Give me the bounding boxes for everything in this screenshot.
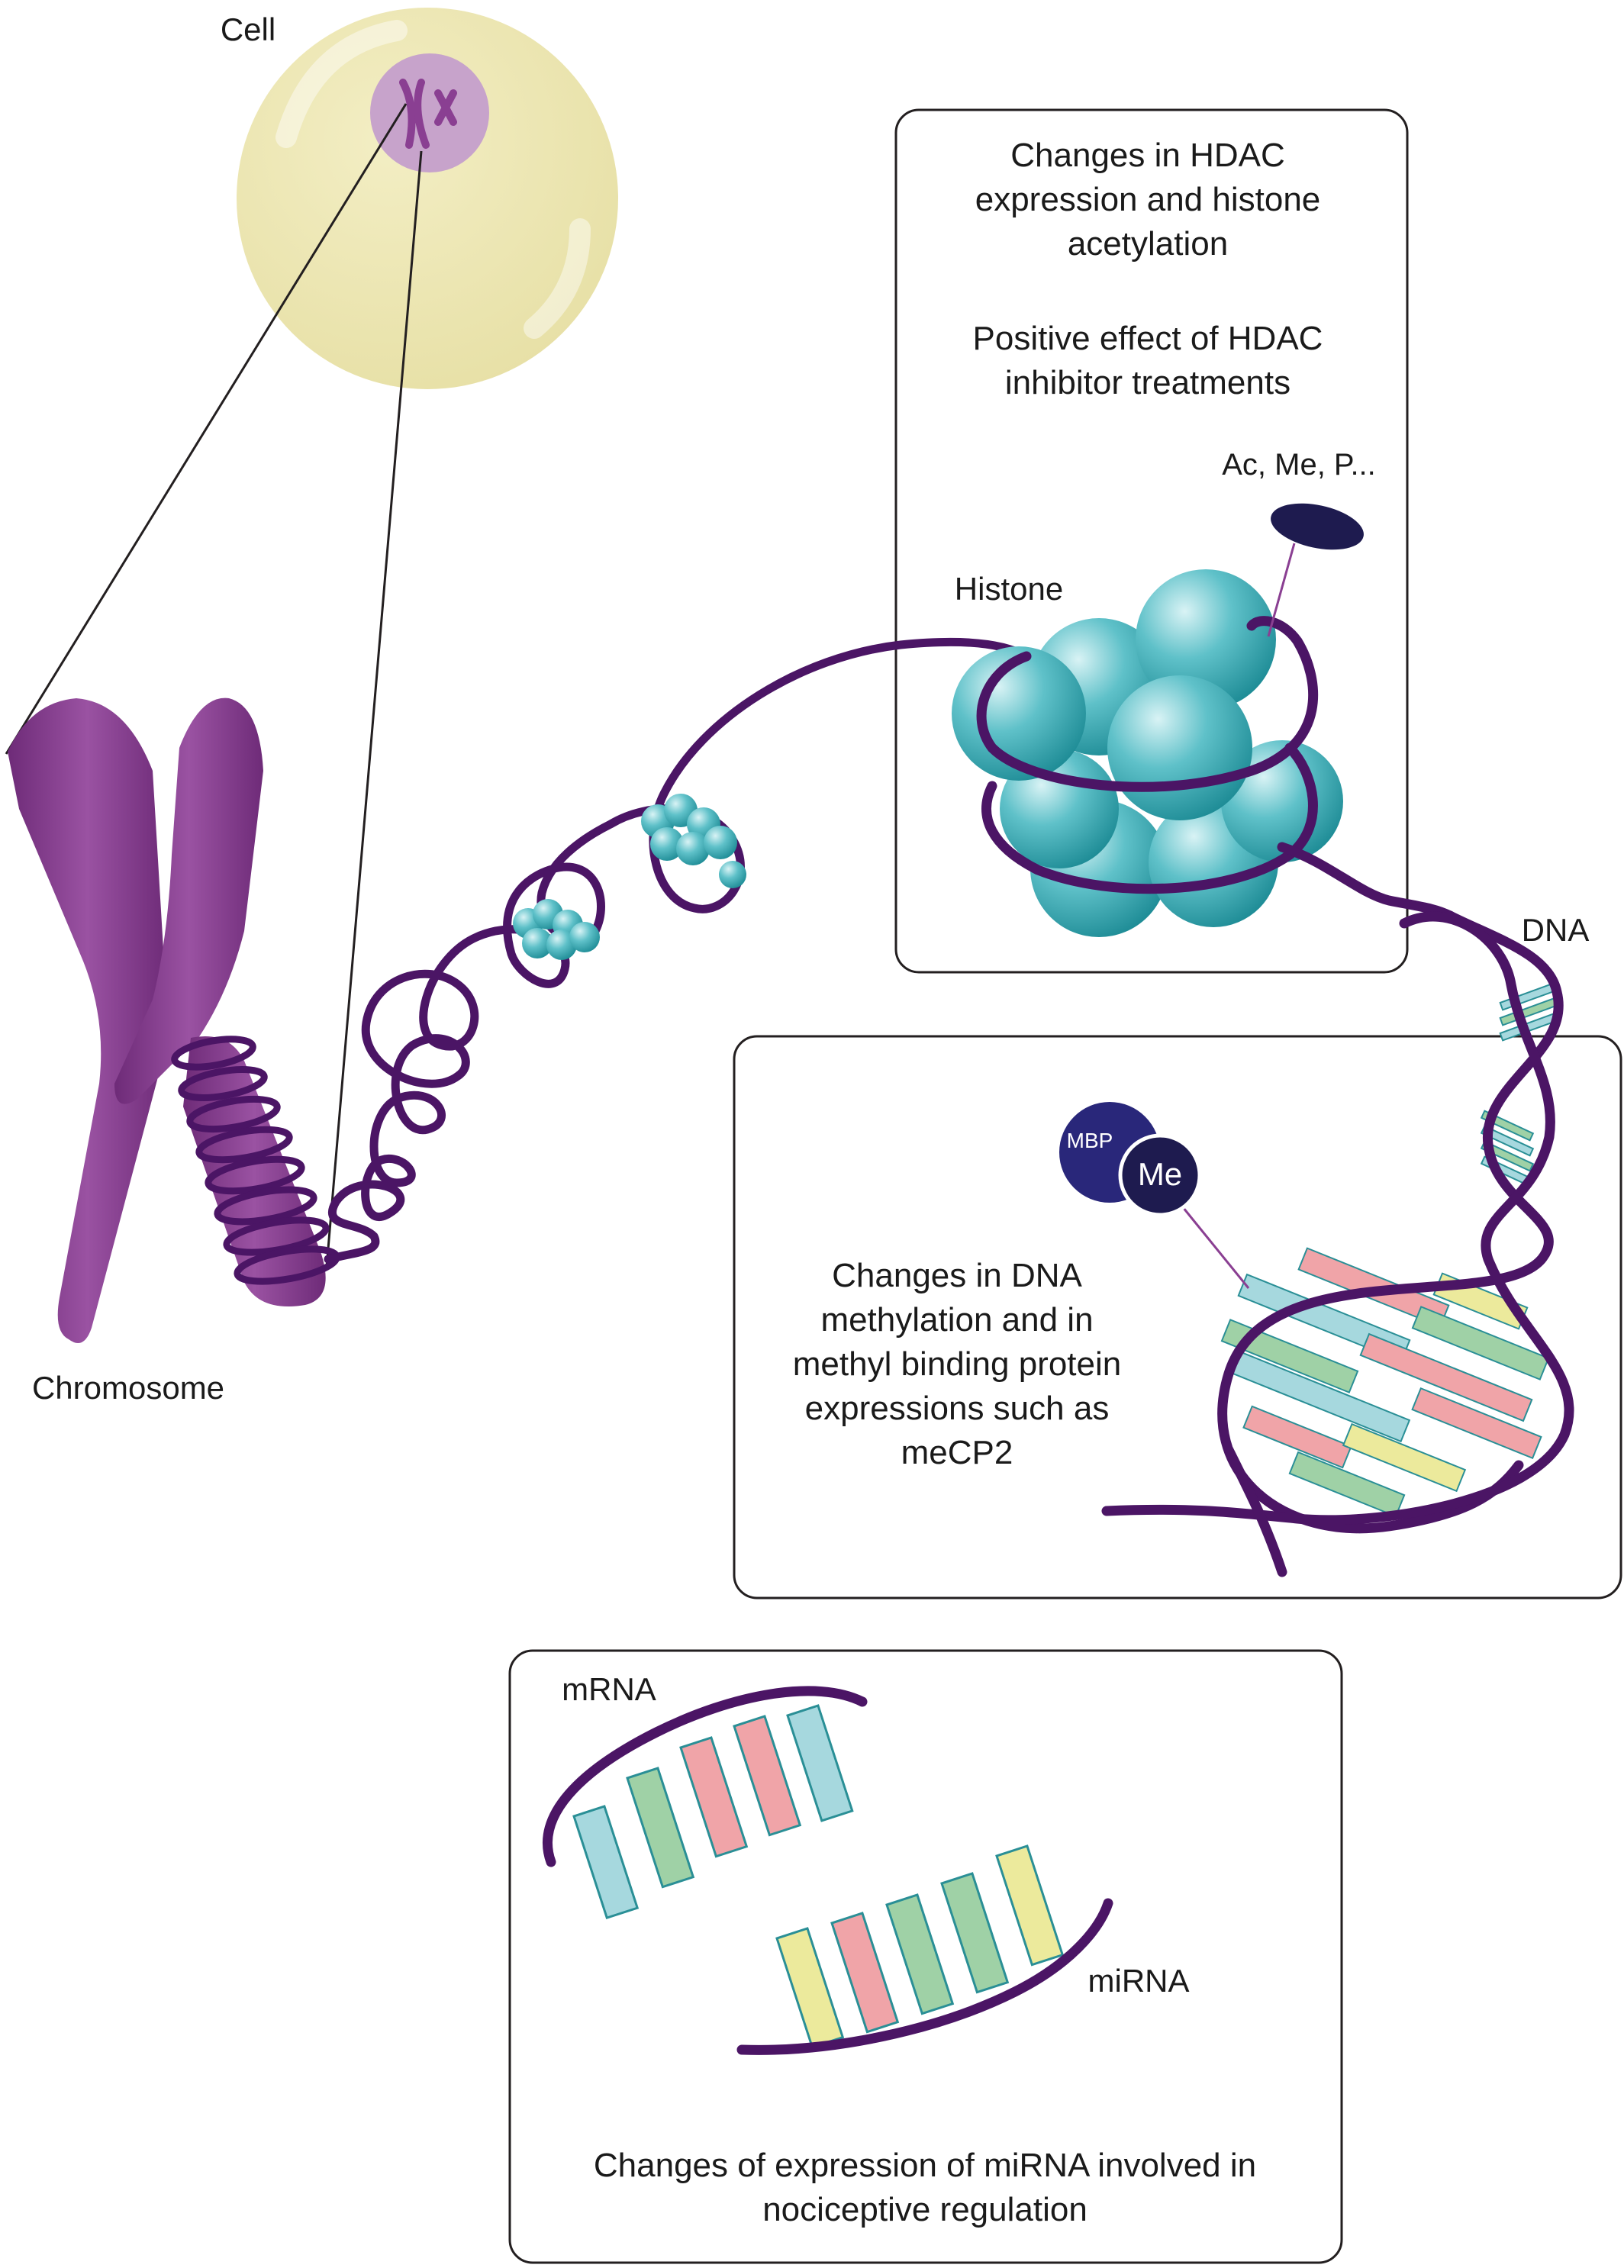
histone-panel-text: Changes in HDAC expression and histone a…	[973, 137, 1323, 401]
chromosome	[8, 697, 326, 1343]
modification-stalk	[1267, 543, 1296, 637]
modifications-label: Ac, Me, P...	[1222, 448, 1376, 482]
dna-panel-text: Changes in DNA methylation and in methyl…	[793, 1257, 1121, 1471]
zoom-line-left	[5, 103, 408, 755]
mirna-panel-line1: Changes of expression of miRNA involved …	[594, 2147, 1256, 2184]
mirna-panel-text: Changes of expression of miRNA involved …	[594, 2147, 1256, 2228]
nucleus-chromosomes	[399, 79, 457, 149]
methyl-group-icon	[1118, 1133, 1202, 1217]
mirna-strand	[736, 1898, 1113, 2055]
nucleus	[370, 53, 489, 172]
chromosome-coil	[171, 1036, 340, 1285]
me-label: Me	[1138, 1156, 1182, 1192]
modification-mark-icon	[1271, 503, 1364, 550]
mrna-strand	[543, 1686, 868, 1867]
mirna-label: miRNA	[1088, 1963, 1190, 1999]
nucleosome-dna-wrap	[976, 616, 1455, 921]
mrna-bases	[572, 1704, 854, 1920]
histone-panel-line5: inhibitor treatments	[1005, 364, 1290, 401]
dna-label: DNA	[1522, 912, 1590, 948]
zoom-line-right	[325, 150, 423, 1268]
histone-panel-line4: Positive effect of HDAC	[973, 320, 1323, 357]
mbp-label: MBP	[1067, 1129, 1113, 1152]
histone-panel-line3: acetylation	[1068, 225, 1228, 263]
chromatin-fiber	[324, 637, 1031, 1264]
histone-panel-line1: Changes in HDAC	[1010, 137, 1285, 174]
cell	[237, 8, 618, 389]
dna-helix-strands	[1101, 910, 1574, 1577]
histone-octamer	[952, 569, 1343, 937]
small-nucleosome-2	[641, 794, 746, 888]
histone-panel-line2: expression and histone	[975, 181, 1321, 218]
small-nucleosome-1	[513, 899, 600, 960]
mirna-panel-line2: nociceptive regulation	[762, 2191, 1088, 2228]
dna-panel-line1: Changes in DNA	[832, 1257, 1082, 1294]
histone-label: Histone	[955, 571, 1063, 607]
mirna-bases	[775, 1844, 1065, 2049]
methyl-stalk	[1181, 1206, 1250, 1289]
dna-panel-line5: meCP2	[901, 1434, 1013, 1471]
mrna-label: mRNA	[562, 1671, 656, 1707]
dna-panel-line2: methylation and in	[820, 1301, 1093, 1339]
cell-label: Cell	[221, 11, 276, 47]
chromosome-label: Chromosome	[32, 1370, 224, 1406]
dna-panel-line3: methyl binding protein	[793, 1345, 1121, 1383]
dna-panel-line4: expressions such as	[805, 1390, 1110, 1427]
